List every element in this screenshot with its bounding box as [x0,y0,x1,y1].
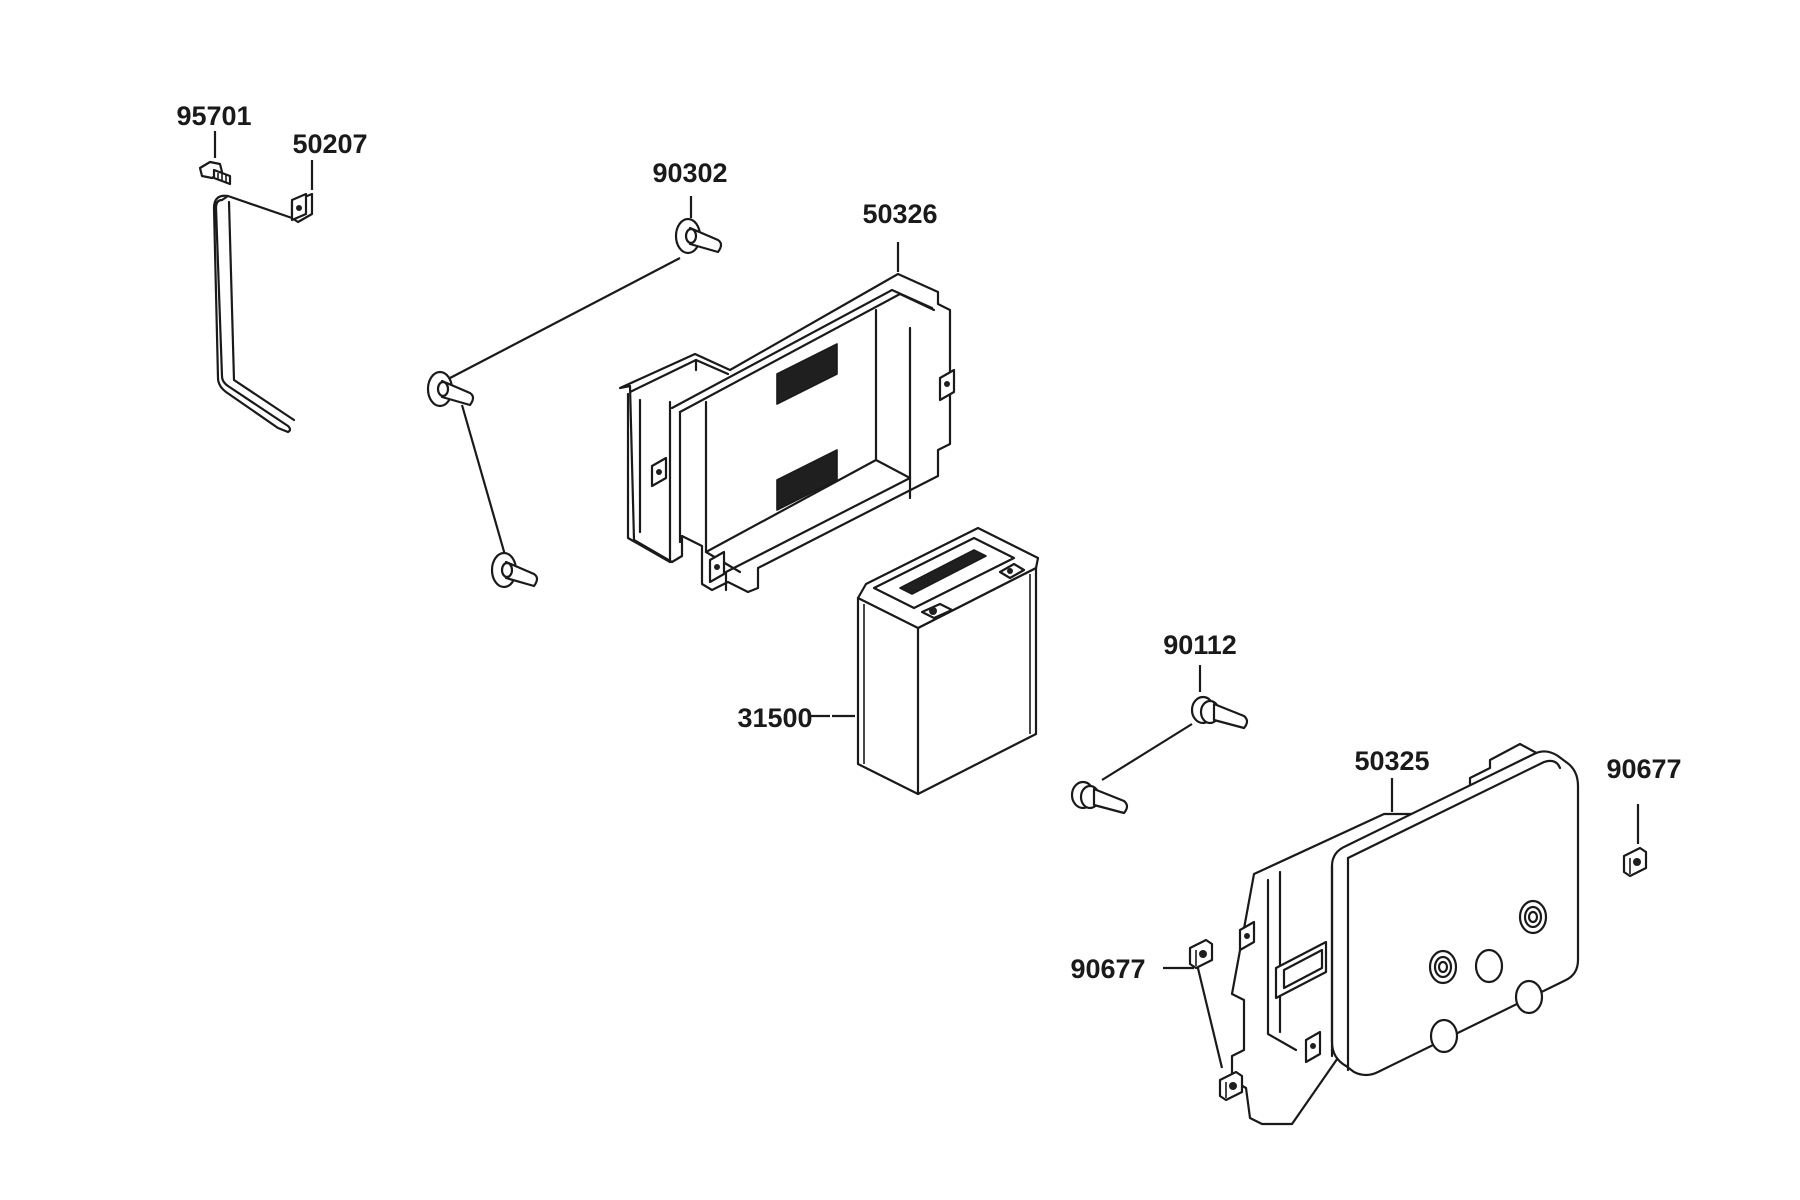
battery-strap-part: 50207 [212,129,368,434]
label-31500: 31500 [737,703,812,733]
label-90302: 90302 [652,158,727,188]
battery-case-part: 50326 [618,199,956,594]
battery-bolt-part: 95701 [176,101,252,186]
label-90677-left: 90677 [1070,954,1145,984]
label-90112: 90112 [1163,630,1237,660]
label-90677-right: 90677 [1606,754,1681,784]
clip-nut-right-part: 90677 [1606,754,1682,878]
label-50326: 50326 [862,199,937,229]
battery-cover-part: 50325 [1230,742,1580,1126]
label-50207: 50207 [292,129,367,159]
collar-bolt-part: 90112 [1070,630,1249,815]
battery-part: 31500 [737,526,1040,796]
clip-nut-left-part: 90677 [1070,938,1244,1102]
case-grommet-part: 90302 [426,158,728,589]
label-50325: 50325 [1354,746,1429,776]
label-95701: 95701 [176,101,251,131]
